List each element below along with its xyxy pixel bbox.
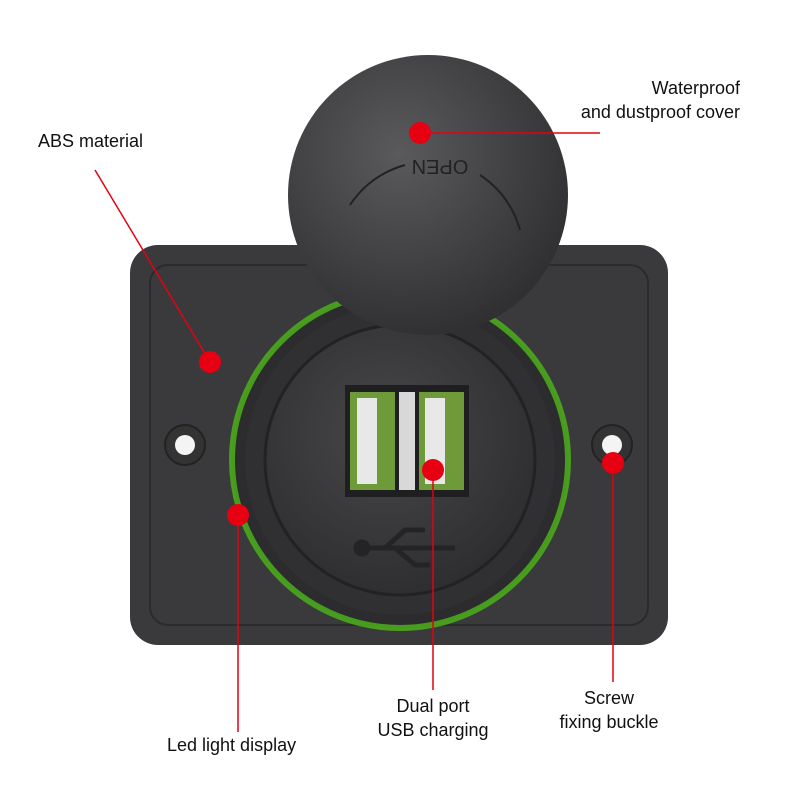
waterproof-cover xyxy=(288,55,568,335)
callout-cover: Waterproof and dustproof cover xyxy=(581,76,740,124)
callout-lines xyxy=(94,132,614,732)
callout-screw-line2: fixing buckle xyxy=(559,712,659,732)
callout-screw: Screw fixing buckle xyxy=(548,686,670,734)
callout-usb-line2: USB charging xyxy=(377,720,489,740)
cover-open-text: OPEN xyxy=(412,155,469,177)
usb-ports xyxy=(345,385,469,497)
callout-screw-line1: Screw xyxy=(583,688,634,708)
callout-abs: ABS material xyxy=(38,131,144,151)
callout-usb: Dual port USB charging xyxy=(368,694,498,742)
usb-symbol-icon xyxy=(353,527,455,568)
callout-dot-usb xyxy=(422,459,444,481)
callout-cover-line2: and dustproof cover xyxy=(580,102,740,122)
callout-dot-cover xyxy=(409,122,431,144)
callout-dot-abs xyxy=(199,351,221,373)
callout-cover-line1: Waterproof xyxy=(651,78,740,98)
callout-dot-screw xyxy=(602,452,624,474)
callout-dot-led xyxy=(227,504,249,526)
callout-led: Led light display xyxy=(167,735,297,755)
callout-usb-line1: Dual port xyxy=(396,696,470,716)
